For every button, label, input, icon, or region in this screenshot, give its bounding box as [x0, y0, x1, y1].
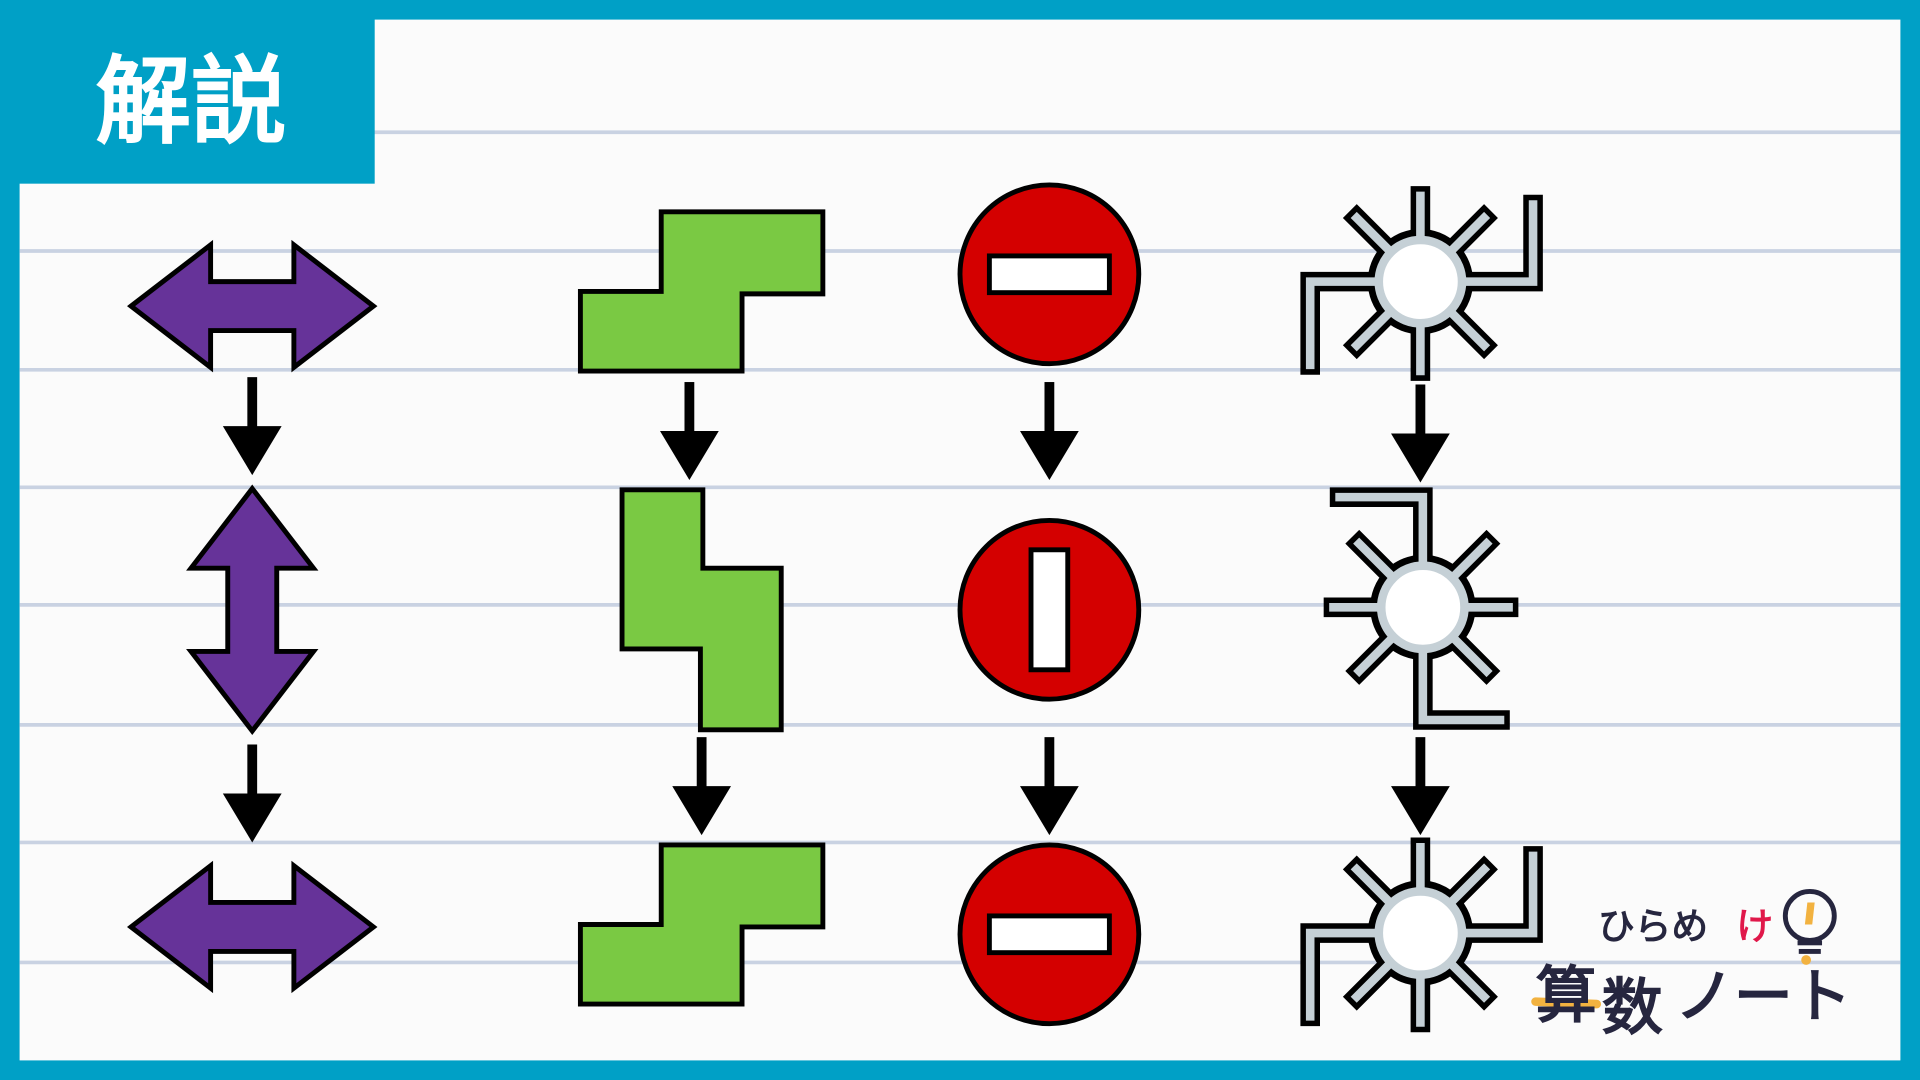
notebook-paper: [19, 19, 1901, 1061]
column-z-shape: [580, 212, 822, 1004]
page-title: 解説: [96, 46, 287, 158]
logo-ke: け: [1736, 905, 1773, 948]
no-entry-sign-horizontal: [957, 182, 1142, 367]
logo-suu: 数: [1602, 973, 1664, 1044]
lightbulb-icon: [1782, 888, 1837, 965]
logo: ひらめ け 算 数 ノート: [1531, 888, 1851, 1044]
column-no-entry: [957, 182, 1142, 1027]
header-box: [0, 0, 375, 184]
z-shape-vertical: [619, 487, 784, 733]
no-entry-sign-vertical: [957, 517, 1142, 702]
logo-note: ノート: [1675, 961, 1851, 1030]
logo-hirame: ひらめ: [1598, 905, 1708, 948]
logo-san: 算: [1536, 960, 1597, 1031]
no-entry-sign-horizontal: [957, 842, 1142, 1027]
